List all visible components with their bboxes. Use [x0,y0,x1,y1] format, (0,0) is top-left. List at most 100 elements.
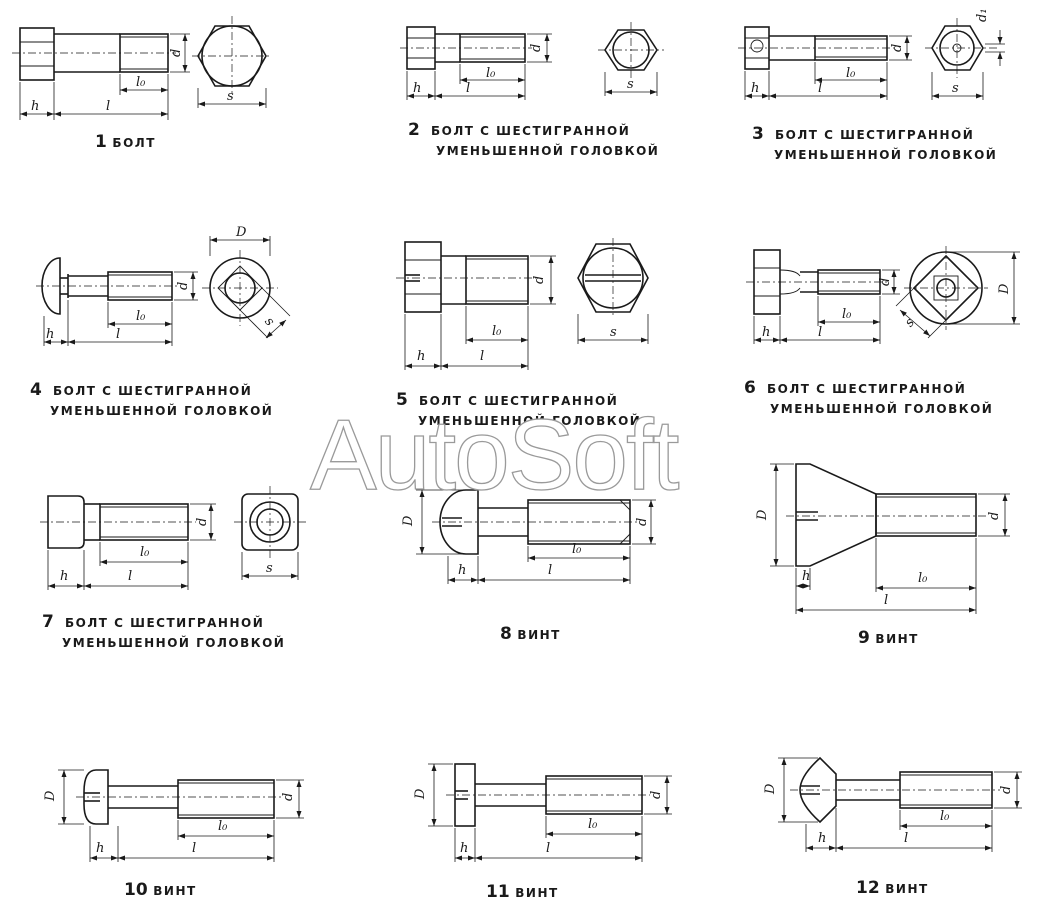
figure-10-screw-drawing [58,769,304,862]
bolt-1-end-view [192,16,272,96]
dim-l-10: l [192,841,196,856]
figure-5-bolt-drawing [396,238,649,370]
figure-11-screw-drawing [428,763,672,862]
bolt-2-side-view [400,26,532,70]
dim-l-8: l [548,563,552,578]
dim-h-3: h [751,81,759,96]
dim-h-5: h [417,349,425,364]
dim-D-4: D [235,225,247,240]
bolt-1-side-view [12,27,176,81]
caption-figure-2: 2 БОЛТ С ШЕСТИГРАННОЙ УМЕНЬШЕННОЙ ГОЛОВК… [408,120,668,159]
figure-3-bolt-drawing [738,18,1005,100]
dim-l0-10: l₀ [218,819,228,834]
dim-l-9: l [884,593,888,608]
dim-D-6: D [997,283,1012,295]
figure-number: 5 [396,390,408,410]
figure-2-bolt-drawing [400,22,664,100]
dim-l-6: l [818,325,822,340]
caption-figure-4: 4 БОЛТ С ШЕСТИГРАННОЙ УМЕНЬШЕННОЙ ГОЛОВК… [30,380,290,419]
screw-11-side-view [446,763,650,827]
bolt-2-dimensions [406,33,658,100]
dim-d-1: d [169,49,184,57]
dim-h-6: h [762,325,770,340]
dim-l-7: l [128,569,132,584]
dim-l0-4: l₀ [136,309,146,324]
caption-figure-12: 12 ВИНТ [856,878,929,898]
figure-number: 6 [744,378,756,398]
dim-l-1: l [106,99,110,114]
figure-9-screw-drawing [770,463,1010,614]
dim-l0-11: l₀ [588,817,598,832]
dim-d-9: d [987,512,1002,520]
screw-10-dimensions [58,769,304,862]
figure-label-line2: УМЕНЬШЕННОЙ ГОЛОВКОЙ [50,404,274,418]
figure-number: 11 [486,882,510,902]
dim-h-12: h [818,831,826,846]
figure-label: ВИНТ [515,886,559,900]
dim-s-5: s [610,325,617,340]
screw-9-side-view [786,463,988,567]
dim-l-4: l [116,327,120,342]
dim-d-10: d [281,793,296,801]
dim-d-6: d [878,278,893,286]
bolt-6-end-view [904,246,988,330]
dim-h-4: h [46,327,54,342]
figure-8-screw-drawing [416,489,656,584]
figure-number: 1 [95,132,107,152]
screw-12-dimensions [778,757,1022,852]
dim-d1-3: d₁ [975,8,990,22]
caption-figure-7: 7 БОЛТ С ШЕСТИГРАННОЙ УМЕНЬШЕННОЙ ГОЛОВК… [42,612,302,651]
caption-figure-3: 3 БОЛТ С ШЕСТИГРАННОЙ УМЕНЬШЕННОЙ ГОЛОВК… [752,124,1012,163]
dim-D-8: D [401,515,416,527]
dim-d-7: d [195,518,210,526]
dim-l0-6: l₀ [842,307,852,322]
figure-number: 4 [30,380,42,400]
bolt-4-side-view [36,257,180,315]
figure-7-bolt-drawing [40,486,306,590]
dim-l0-3: l₀ [846,66,856,81]
dim-l-2: l [466,81,470,96]
figure-label: ВИНТ [517,628,561,642]
bolt-1-dimensions [19,33,267,120]
dim-d-11: d [649,791,664,799]
dim-l-11: l [546,841,550,856]
caption-figure-1: 1 БОЛТ [95,132,156,152]
figure-1-bolt-drawing [12,16,272,120]
dim-D-9: D [755,509,770,521]
dim-s-1: s [227,89,234,104]
dim-d-3: d [890,44,905,52]
dim-s-7: s [266,561,273,576]
bolt-7-end-view [234,486,306,558]
dim-s-2: s [627,77,634,92]
caption-figure-8: 8 ВИНТ [500,624,561,644]
figure-label-line2: УМЕНЬШЕННОЙ ГОЛОВКОЙ [770,402,994,416]
dim-d-12: d [999,786,1014,794]
screw-11-dimensions [428,763,672,862]
figure-label-line1: БОЛТ С ШЕСТИГРАННОЙ [52,384,253,398]
figure-label-line1: БОЛТ С ШЕСТИГРАННОЙ [766,382,967,396]
dim-h-10: h [96,841,104,856]
dim-h-9: h [802,569,810,584]
dim-s-6: s [902,315,918,330]
dim-l0-9: l₀ [918,571,928,586]
figure-label-line2: УМЕНЬШЕННОЙ ГОЛОВКОЙ [436,144,660,158]
dim-h-2: h [413,81,421,96]
bolt-7-dimensions [47,503,299,590]
figure-number: 10 [124,880,148,900]
screw-9-dimensions [770,463,1010,614]
bolt-7-side-view [40,495,196,549]
screw-8-side-view [432,489,640,555]
bolt-3-side-view [738,26,894,70]
dim-l0-8: l₀ [572,542,582,557]
caption-figure-11: 11 ВИНТ [486,882,559,902]
dim-s-4: s [261,314,277,329]
figure-label-line2: УМЕНЬШЕННОЙ ГОЛОВКОЙ [62,636,286,650]
dim-h-11: h [460,841,468,856]
dim-l-5: l [480,349,484,364]
dim-l-12: l [904,831,908,846]
screw-8-dimensions [416,489,656,584]
caption-figure-9: 9 ВИНТ [858,628,919,648]
screw-10-side-view [76,769,282,825]
figure-label-line2: УМЕНЬШЕННОЙ ГОЛОВКОЙ [774,148,998,162]
dim-l0-1: l₀ [136,75,146,90]
